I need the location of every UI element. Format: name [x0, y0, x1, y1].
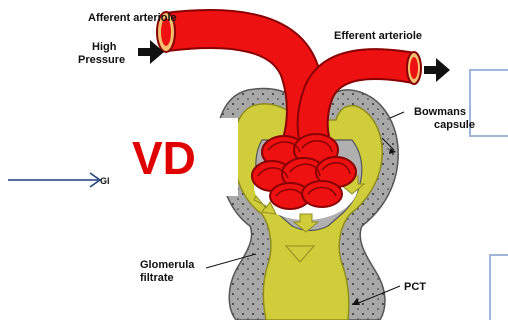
background-frame-top	[470, 70, 508, 136]
afferent-arteriole-label: Afferent arteriole	[88, 12, 177, 24]
pct-label: PCT	[404, 281, 426, 293]
background-frame-bottom	[490, 255, 508, 320]
black-arrow-right-icon	[424, 58, 450, 82]
vd-overlay-text: VD	[132, 132, 196, 184]
high-pressure-label-line2: Pressure	[78, 54, 125, 66]
bowmans-label-line1: Bowmans	[414, 106, 466, 118]
filtrate-label-line2: filtrate	[140, 272, 174, 284]
high-pressure-label-line1: High	[92, 41, 117, 53]
blue-arrow-right-icon	[8, 173, 100, 187]
efferent-arteriole-label: Efferent arteriole	[334, 30, 422, 42]
filtrate-label-line1: Glomerula	[140, 259, 195, 271]
glomerulus-label-partial: Gl	[100, 176, 110, 186]
bowmans-label-line2: capsule	[434, 119, 475, 131]
